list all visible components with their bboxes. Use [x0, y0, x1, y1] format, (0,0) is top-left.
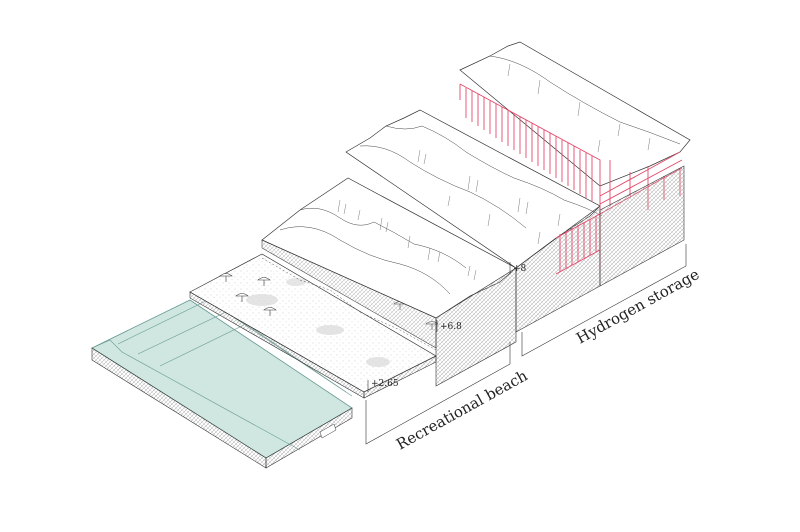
hill-block: [345, 109, 603, 333]
elevation-marker-3: +8: [509, 262, 527, 274]
dune-left-side: [261, 239, 437, 349]
hydrogen-storage-bracket: [521, 244, 687, 357]
recreational-beach-bracket: [365, 342, 511, 445]
storage-roof-surface: [459, 41, 691, 187]
zone-label-recreational-beach: Recreational beach: [393, 366, 531, 453]
elevation-label-3: +8: [513, 264, 527, 274]
sea-wave-line: [91, 339, 301, 451]
beach-left-side: [189, 291, 365, 399]
sea-block: [91, 299, 353, 469]
elevation-markers: +2.65 +6.8 +8: [367, 262, 527, 392]
elevation-label-2: +6.8: [440, 322, 462, 332]
beach-block: [189, 253, 439, 399]
pier-detail: [319, 423, 337, 439]
elevation-label-1: +2.65: [371, 379, 399, 389]
dune-block: [261, 177, 517, 387]
dune-front-side: [435, 267, 517, 387]
storage-base-side: [599, 165, 685, 287]
elevation-marker-2: +6.8: [436, 320, 462, 332]
zone-brackets: [365, 244, 687, 445]
hydrogen-storage-block: [459, 41, 691, 287]
elevation-marker-1: +2.65: [367, 379, 399, 392]
